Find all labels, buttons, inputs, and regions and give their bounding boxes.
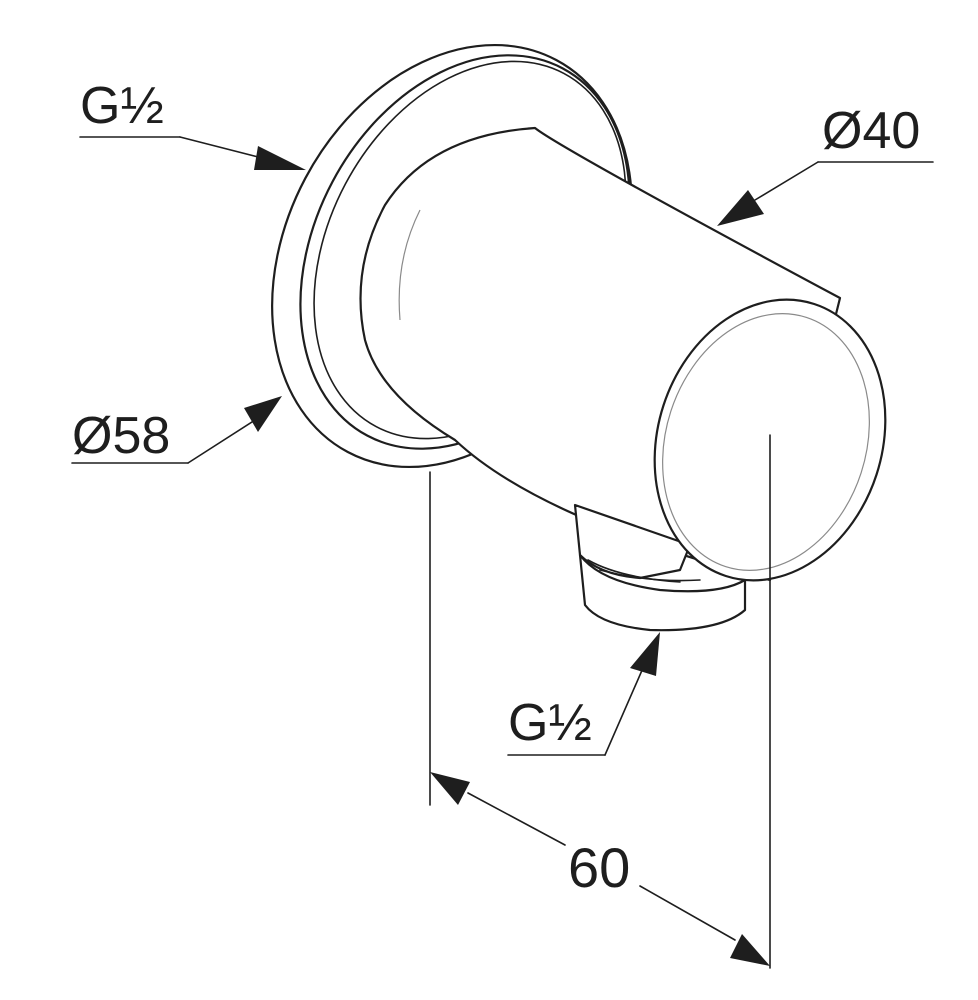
label-depth: 60 bbox=[568, 836, 630, 899]
label-inlet-thread: G½ bbox=[80, 77, 164, 135]
label-flange-diameter: Ø58 bbox=[72, 407, 170, 465]
outlet-nozzle bbox=[573, 503, 747, 632]
dim-inlet-thread bbox=[79, 136, 306, 170]
label-outlet-thread: G½ bbox=[508, 694, 592, 752]
dim-body-diameter bbox=[717, 161, 934, 226]
label-body-diameter: Ø40 bbox=[822, 102, 920, 160]
dim-flange-diameter bbox=[71, 396, 282, 464]
dim-outlet-thread bbox=[507, 632, 660, 756]
dim-depth bbox=[429, 434, 771, 969]
